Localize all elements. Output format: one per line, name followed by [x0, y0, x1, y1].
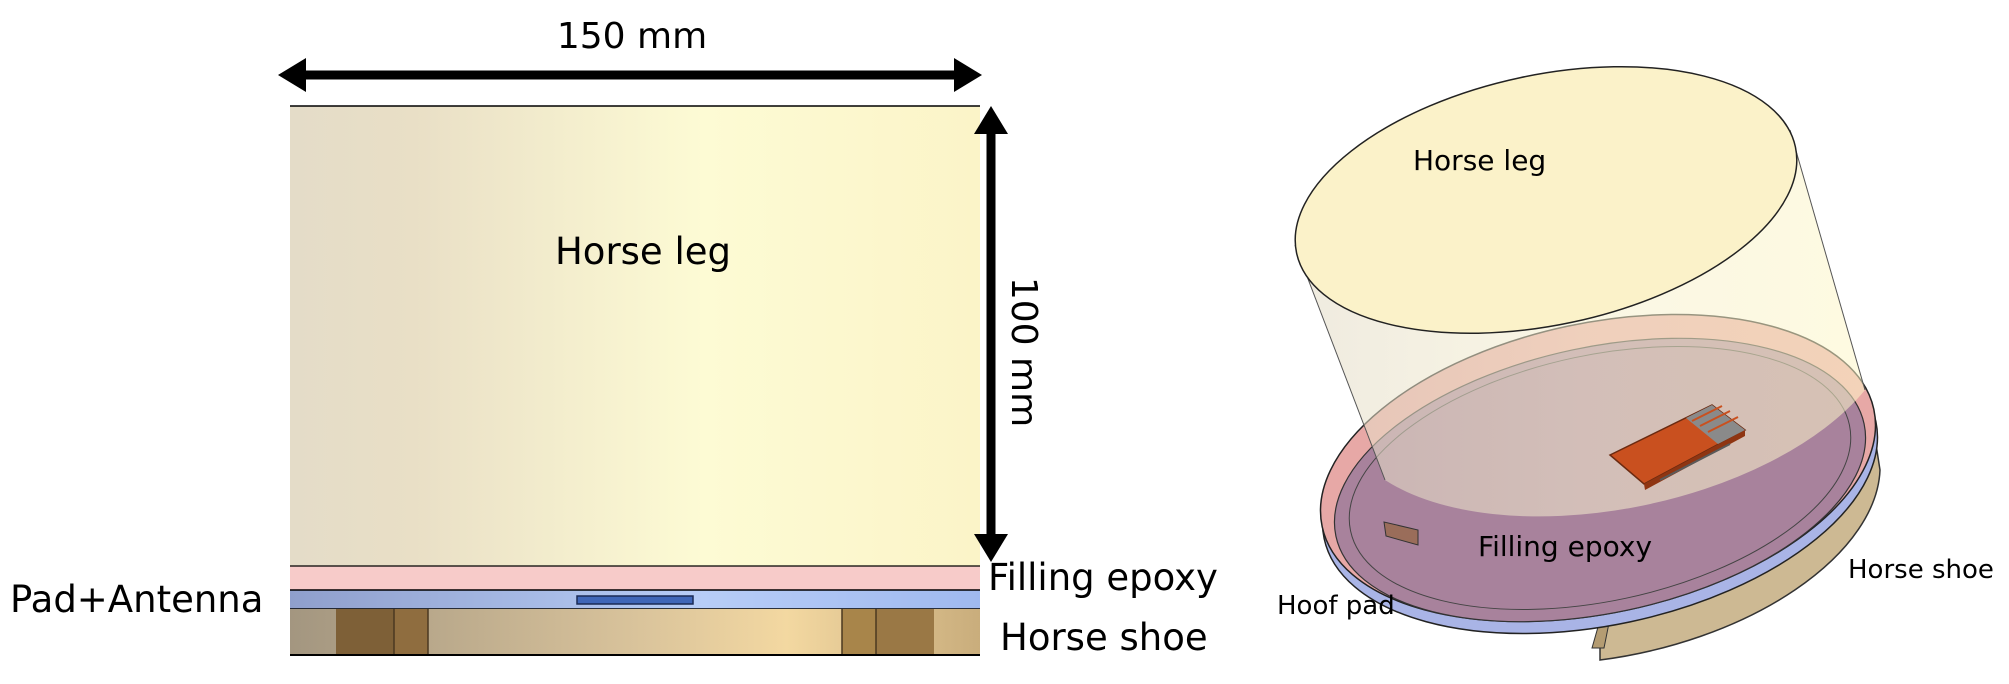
horse-shoe-nail-right-2	[876, 609, 934, 655]
iso-hoof-pad-label: Hoof pad	[1277, 591, 1395, 621]
horse-leg-label: Horse leg	[555, 230, 731, 273]
width-dimension-label: 150 mm	[557, 16, 707, 57]
horse-shoe-label: Horse shoe	[1000, 616, 1208, 659]
width-dimension-arrow	[278, 58, 982, 92]
horse-leg-block	[290, 106, 980, 566]
isometric-view: Horse leg Filling epoxy Hoof pad Horse s…	[1277, 65, 1994, 661]
cross-section: 150 mm Horse leg 100 mm Filling epoxy Pa…	[10, 16, 1218, 659]
height-dimension-arrow	[974, 106, 1008, 562]
height-dimension-label: 100 mm	[1003, 277, 1044, 427]
iso-antenna	[1608, 404, 1747, 490]
horse-shoe-nail-left-2	[394, 609, 428, 655]
filling-epoxy-label: Filling epoxy	[988, 556, 1218, 599]
filling-epoxy-layer	[290, 566, 980, 590]
iso-filling-epoxy-label: Filling epoxy	[1478, 530, 1652, 563]
antenna-element	[576, 595, 694, 605]
iso-horse-leg-label: Horse leg	[1413, 144, 1546, 177]
horse-shoe-nail-right	[842, 609, 876, 655]
iso-horse-shoe-label: Horse shoe	[1848, 555, 1994, 585]
horse-shoe-nail-left	[336, 609, 394, 655]
pad-antenna-label: Pad+Antenna	[10, 578, 263, 621]
